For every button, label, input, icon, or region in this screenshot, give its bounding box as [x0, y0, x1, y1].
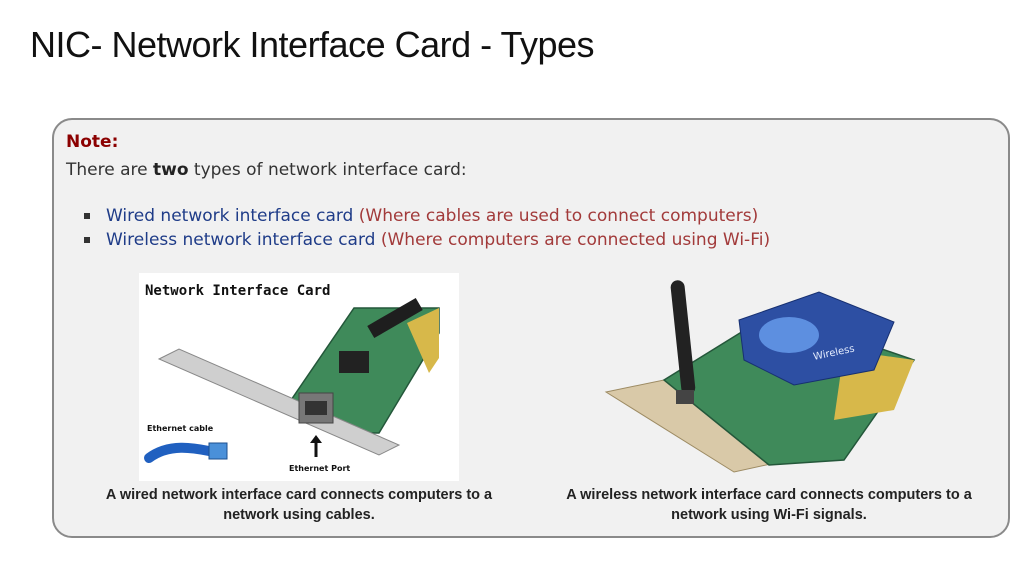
list-item: Wireless network interface card (Where c…: [84, 228, 770, 252]
module-logo: [759, 317, 819, 353]
note-label: Note:: [66, 132, 119, 152]
wireless-caption: A wireless network interface card connec…: [539, 485, 999, 525]
rj45-plug: [208, 442, 228, 460]
note-box: Note: There are two types of network int…: [52, 118, 1010, 538]
wired-heading: Network Interface Card: [145, 283, 330, 299]
wired-nic-image: Network Interface Card Ethernet cable Et…: [139, 273, 459, 481]
item-lead: Wireless network interface card: [106, 230, 376, 250]
intro-bold: two: [153, 160, 189, 180]
bullet-icon: [84, 237, 90, 243]
wired-nic-illustration: Network Interface Card Ethernet cable Et…: [144, 283, 440, 473]
ethernet-socket: [305, 401, 327, 415]
chip: [367, 297, 423, 339]
types-list: Wired network interface card (Where cabl…: [84, 204, 770, 252]
wireless-nic-image: Wireless: [604, 280, 934, 480]
item-paren: (Where computers are connected using Wi-…: [375, 230, 771, 250]
wireless-nic-illustration: Wireless: [604, 280, 916, 473]
antenna-base: [676, 390, 694, 404]
page-title: NIC- Network Interface Card - Types: [30, 24, 595, 65]
bullet-icon: [84, 213, 90, 219]
ethernet-cable: [144, 442, 214, 463]
intro-text: There are two types of network interface…: [66, 160, 467, 180]
port-label: Ethernet Port: [289, 464, 350, 473]
intro-before: There are: [66, 160, 153, 180]
caption-line: A wireless network interface card connec…: [566, 487, 972, 503]
intro-after: types of network interface card:: [188, 160, 467, 180]
cable-label: Ethernet cable: [147, 424, 214, 433]
gold-contacts: [407, 308, 439, 373]
caption-line: network using cables.: [223, 507, 375, 523]
list-item: Wired network interface card (Where cabl…: [84, 204, 770, 228]
caption-line: A wired network interface card connects …: [105, 487, 493, 503]
caption-line: network using Wi-Fi signals.: [671, 507, 867, 523]
wired-caption: A wired network interface card connects …: [89, 485, 509, 525]
arrow-head-icon: [310, 435, 322, 443]
chip: [339, 351, 369, 373]
item-paren: (Where cables are used to connect comput…: [353, 206, 759, 226]
antenna: [670, 280, 696, 395]
item-lead: Wired network interface card: [106, 206, 354, 226]
